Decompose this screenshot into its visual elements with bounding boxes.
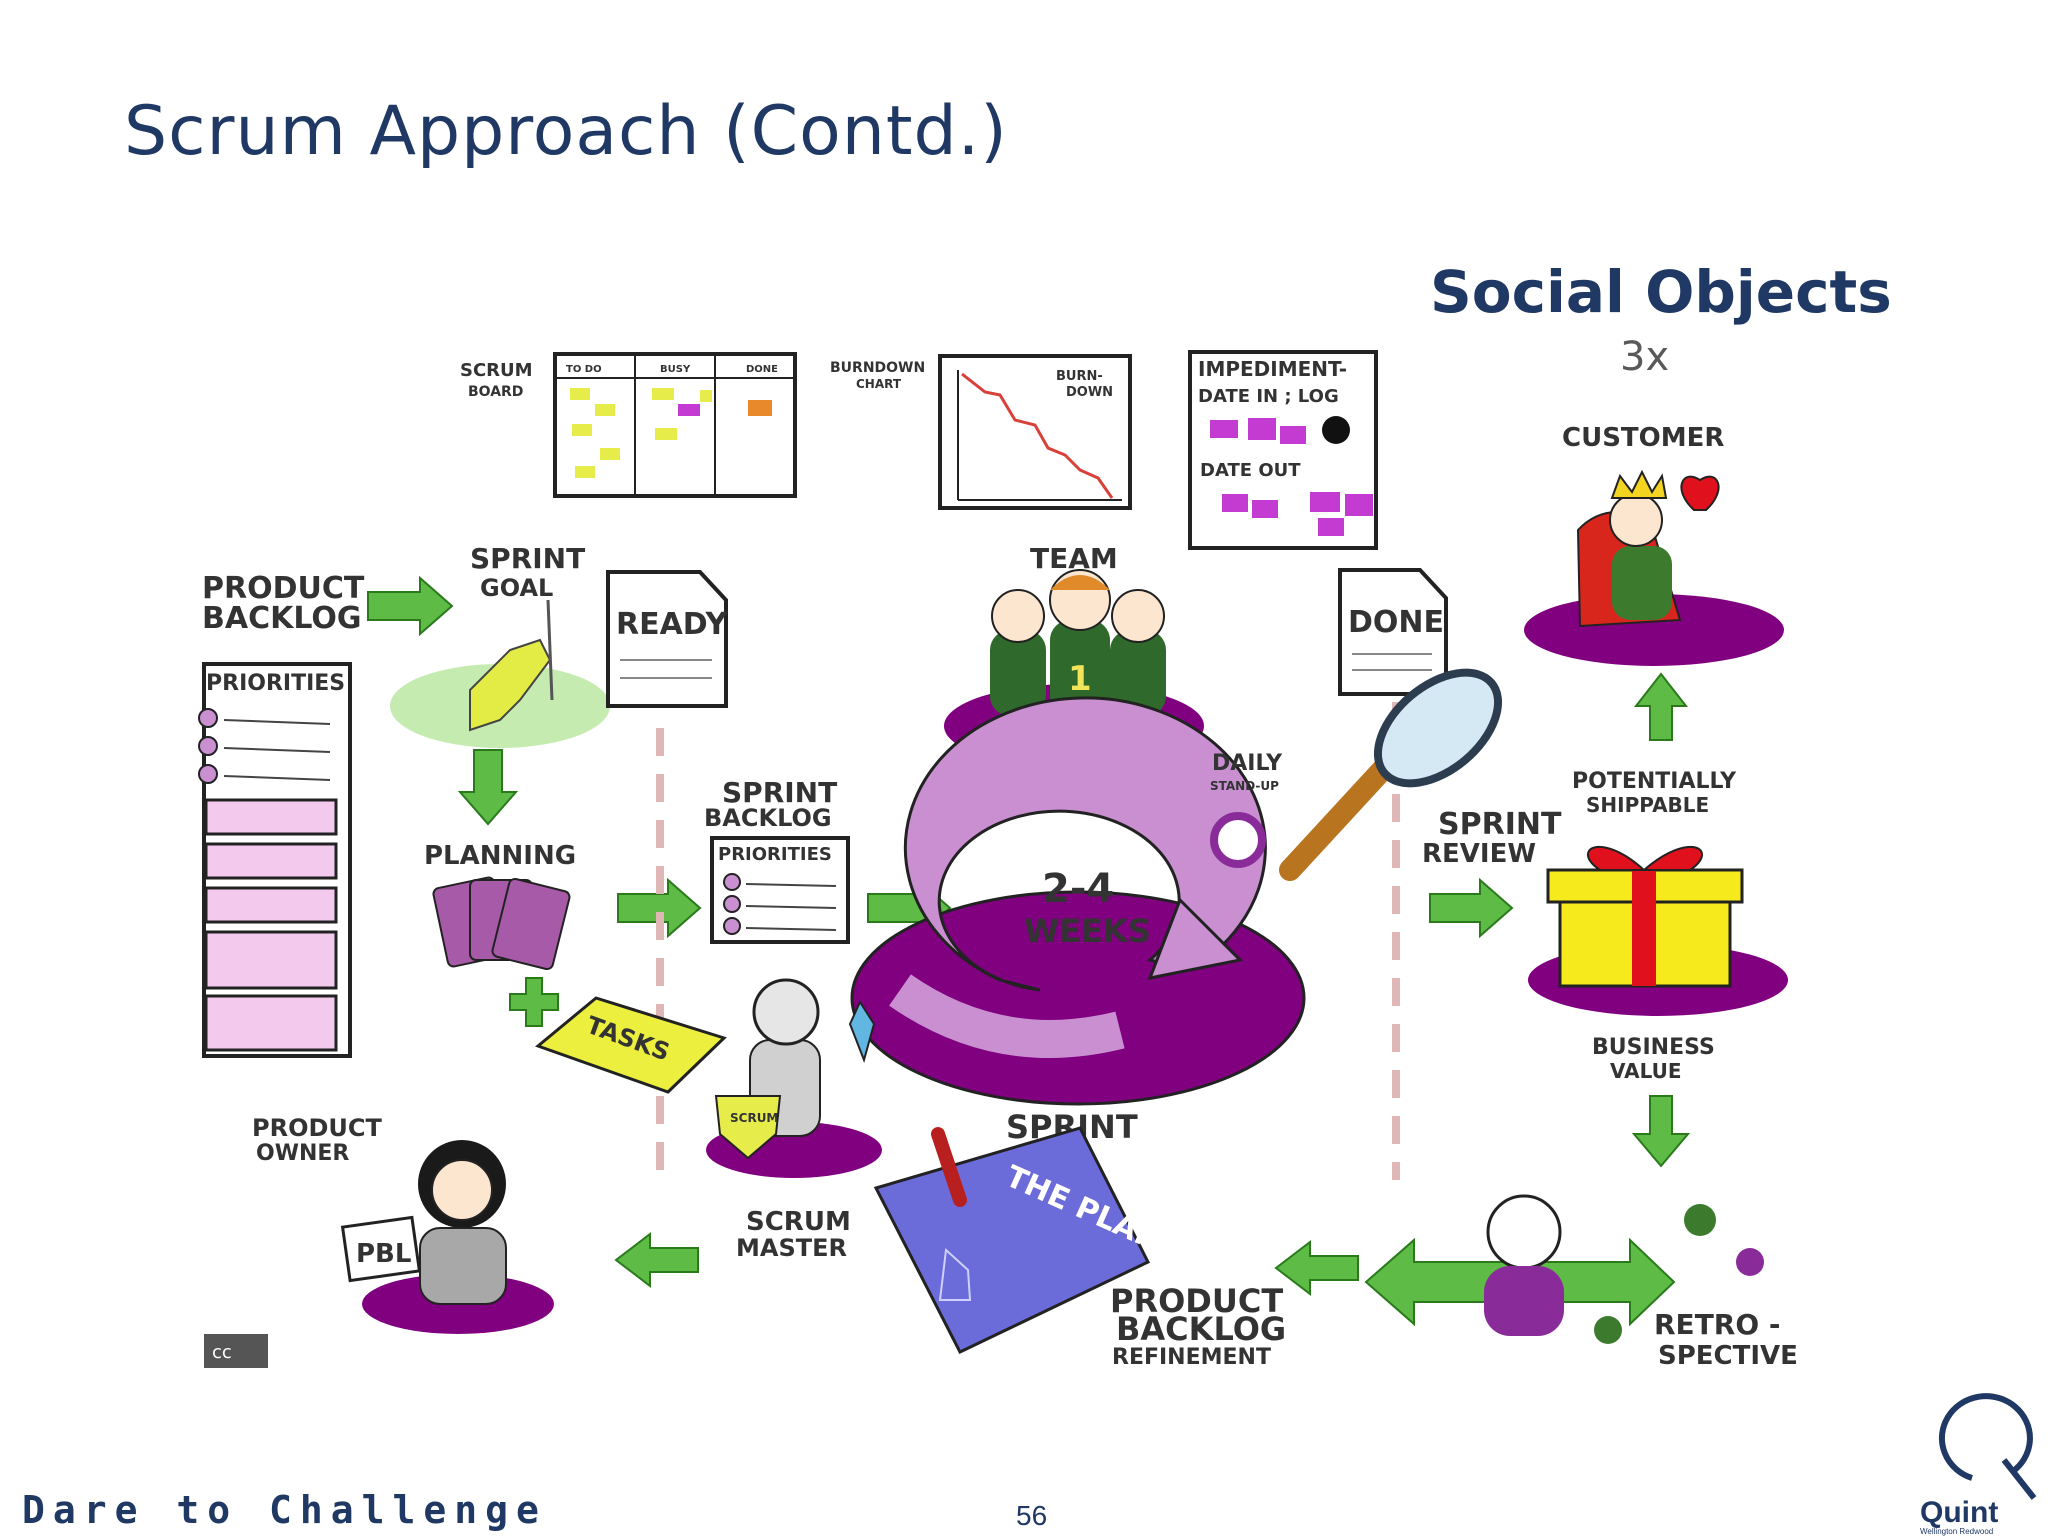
shippable-label: POTENTIALLY xyxy=(1572,769,1737,794)
product-backlog-label: PRODUCT xyxy=(202,571,365,606)
burndown-inner-label-2: DOWN xyxy=(1066,385,1113,400)
sprint-backlog-label-2: BACKLOG xyxy=(704,804,832,832)
product-backlog: PRODUCT BACKLOG PRIORITIES xyxy=(198,571,365,1058)
shippable-label-2: SHIPPABLE xyxy=(1586,793,1709,817)
burndown-label: BURNDOWN xyxy=(830,360,925,376)
ready-document: READY xyxy=(606,570,729,708)
burndown-chart: BURNDOWN CHART BURN- DOWN xyxy=(830,354,1132,510)
daily-label: DAILY xyxy=(1212,751,1283,776)
product-owner: PRODUCT OWNER PBL xyxy=(252,1114,554,1334)
scrum-master-label-2: MASTER xyxy=(736,1234,847,1262)
tagline: Dare to Challenge xyxy=(22,1488,547,1532)
gift-box xyxy=(1528,845,1788,1016)
daily-label-2: STAND-UP xyxy=(1210,779,1279,793)
sprint-backlog-label: SPRINT xyxy=(722,776,837,809)
product-backlog-label-2: BACKLOG xyxy=(202,601,362,636)
impediment-log: IMPEDIMENT- DATE IN ; LOG DATE OUT xyxy=(1188,350,1378,550)
pbl-label: PBL xyxy=(356,1239,411,1269)
magnifying-glass xyxy=(1279,668,1503,881)
planning-label: PLANNING xyxy=(424,841,576,871)
burndown-label-2: CHART xyxy=(856,377,902,391)
board-col-done: DONE xyxy=(746,364,778,375)
scrum-board-label-2: BOARD xyxy=(468,384,523,400)
sprint-review-label-2: REVIEW xyxy=(1422,839,1536,869)
svg-text:1: 1 xyxy=(1068,659,1092,699)
customer: CUSTOMER xyxy=(1524,423,1784,666)
board-col-busy: BUSY xyxy=(660,364,691,375)
sprint-goal: SPRINT GOAL xyxy=(390,542,610,748)
done-label: DONE xyxy=(1348,605,1444,640)
board-col-todo: TO DO xyxy=(566,364,602,375)
social-objects-heading: Social Objects xyxy=(1430,258,1892,326)
quint-logo: Quint Wellington Redwood xyxy=(1920,1393,2037,1536)
scrum-board: SCRUM BOARD TO DO BUSY DONE xyxy=(460,352,797,498)
quint-logo-name: Quint xyxy=(1920,1496,1998,1529)
scrum-shield-label: SCRUM xyxy=(730,1111,778,1125)
scrum-master-label: SCRUM xyxy=(746,1207,851,1237)
refinement-label: PRODUCT xyxy=(1110,1282,1283,1320)
ready-label: READY xyxy=(616,607,729,642)
sprint-backlog: SPRINT BACKLOG PRIORITIES xyxy=(704,776,850,944)
sprint-review-label: SPRINT xyxy=(1438,807,1562,842)
customer-label: CUSTOMER xyxy=(1562,423,1724,453)
product-owner-label-2: OWNER xyxy=(256,1141,349,1166)
social-objects-multiplier: 3x xyxy=(1620,334,1670,380)
quint-logo-subtitle: Wellington Redwood xyxy=(1920,1527,1993,1536)
sprint-cycle: 2-4 WEEKS DAILY STAND-UP SPRINT xyxy=(850,696,1306,1146)
sprint-backlog-priorities: PRIORITIES xyxy=(718,844,832,865)
cc-license-badge: cc xyxy=(204,1334,268,1368)
retrospective-facilitator: RETRO - SPECTIVE xyxy=(1484,1194,1798,1371)
product-owner-label: PRODUCT xyxy=(252,1114,382,1142)
business-value-label: BUSINESS xyxy=(1592,1035,1715,1060)
product-backlog-priorities: PRIORITIES xyxy=(206,671,345,696)
retrospective-label-2: SPECTIVE xyxy=(1658,1341,1798,1371)
retrospective-label: RETRO - xyxy=(1654,1308,1781,1341)
scrum-board-label: SCRUM xyxy=(460,360,533,381)
slide-title: Scrum Approach (Contd.) xyxy=(124,92,1008,171)
impediment-date-out: DATE OUT xyxy=(1200,460,1301,481)
tasks-note: TASKS xyxy=(535,996,727,1094)
page-number: 56 xyxy=(1016,1500,1048,1531)
impediment-title: IMPEDIMENT- xyxy=(1198,357,1347,381)
impediment-date-in: DATE IN ; LOG xyxy=(1198,386,1339,407)
refinement-label-2: BACKLOG xyxy=(1116,1310,1286,1348)
cycle-unit: WEEKS xyxy=(1024,912,1151,950)
sprint-goal-label-2: GOAL xyxy=(480,574,553,602)
cycle-duration: 2-4 xyxy=(1042,866,1114,912)
planning: PLANNING xyxy=(424,841,576,971)
business-value-label-2: VALUE xyxy=(1610,1059,1682,1083)
cc-license-text: cc xyxy=(212,1342,232,1363)
burndown-inner-label: BURN- xyxy=(1056,369,1103,384)
done-document: DONE xyxy=(1338,568,1448,696)
refinement-label-3: REFINEMENT xyxy=(1112,1345,1271,1370)
scrum-master: SCRUM SCRUM MASTER xyxy=(706,978,882,1262)
team-label: TEAM xyxy=(1030,542,1118,575)
sprint-goal-label: SPRINT xyxy=(470,542,585,575)
